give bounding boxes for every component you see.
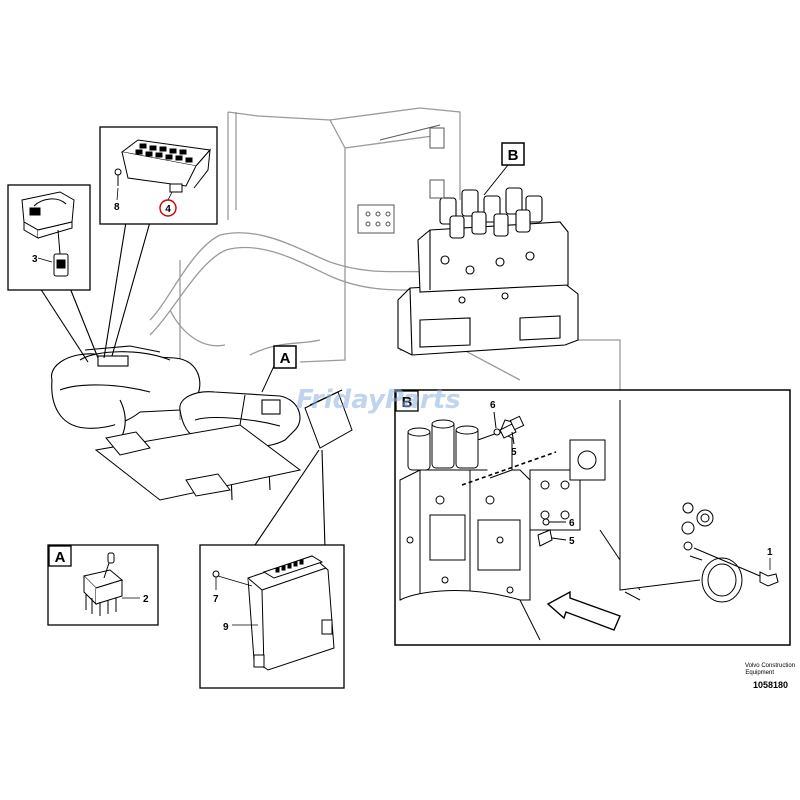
ecu-illustration	[212, 555, 335, 671]
svg-text:7: 7	[213, 594, 219, 605]
callout-a-main: A	[261, 345, 297, 393]
detail-box-switch: 3	[7, 184, 91, 291]
valve-block-detail	[399, 400, 701, 641]
highlight-circle	[159, 199, 177, 217]
svg-text:8: 8	[114, 202, 120, 213]
leader-lines	[39, 221, 326, 549]
detail-box-b: B	[394, 389, 791, 646]
pressure-sensor-lower	[537, 518, 567, 547]
keypad-illustration	[114, 139, 211, 193]
detail-box-ecu: 7 9	[199, 544, 345, 689]
svg-text:2: 2	[143, 594, 149, 605]
watermark-logo: FridayParts	[296, 385, 461, 415]
svg-text:9: 9	[223, 622, 229, 633]
ecu-unit-installed	[304, 389, 353, 449]
svg-text:5: 5	[569, 536, 575, 547]
detail-box-keypad: 8 4	[99, 126, 218, 225]
svg-text:6: 6	[490, 400, 496, 411]
svg-text:6: 6	[569, 518, 575, 529]
cab-wall-ports	[357, 124, 445, 234]
svg-text:B: B	[402, 394, 413, 411]
svg-text:FridayParts: FridayParts	[296, 385, 461, 415]
solenoid-cluster	[439, 187, 543, 239]
callout-b-main: B	[483, 142, 525, 196]
footer-credit: Volvo Construction Equipment 1058180	[745, 663, 795, 690]
machine-frame-outline	[149, 107, 621, 470]
view-direction-arrow	[546, 590, 621, 631]
toggle-switch-illustration	[83, 552, 124, 616]
svg-text:5: 5	[511, 447, 517, 458]
temperature-sensor	[681, 502, 779, 603]
svg-text:1: 1	[767, 547, 773, 558]
left-control-console	[51, 345, 201, 451]
svg-text:1058180: 1058180	[753, 680, 788, 690]
detail-box-a: A 2	[47, 544, 159, 626]
main-control-valve	[397, 187, 579, 356]
svg-text:4: 4	[165, 204, 171, 215]
svg-text:A: A	[55, 549, 66, 566]
svg-text:Volvo Construction: Volvo Construction	[745, 663, 795, 669]
cab-floor-base	[94, 394, 302, 501]
svg-text:Equipment: Equipment	[745, 670, 774, 676]
svg-text:B: B	[508, 147, 519, 164]
rocker-switch-illustration	[21, 191, 75, 277]
svg-text:3: 3	[32, 254, 38, 265]
svg-text:A: A	[280, 350, 291, 367]
pressure-sensor-upper	[493, 411, 525, 445]
